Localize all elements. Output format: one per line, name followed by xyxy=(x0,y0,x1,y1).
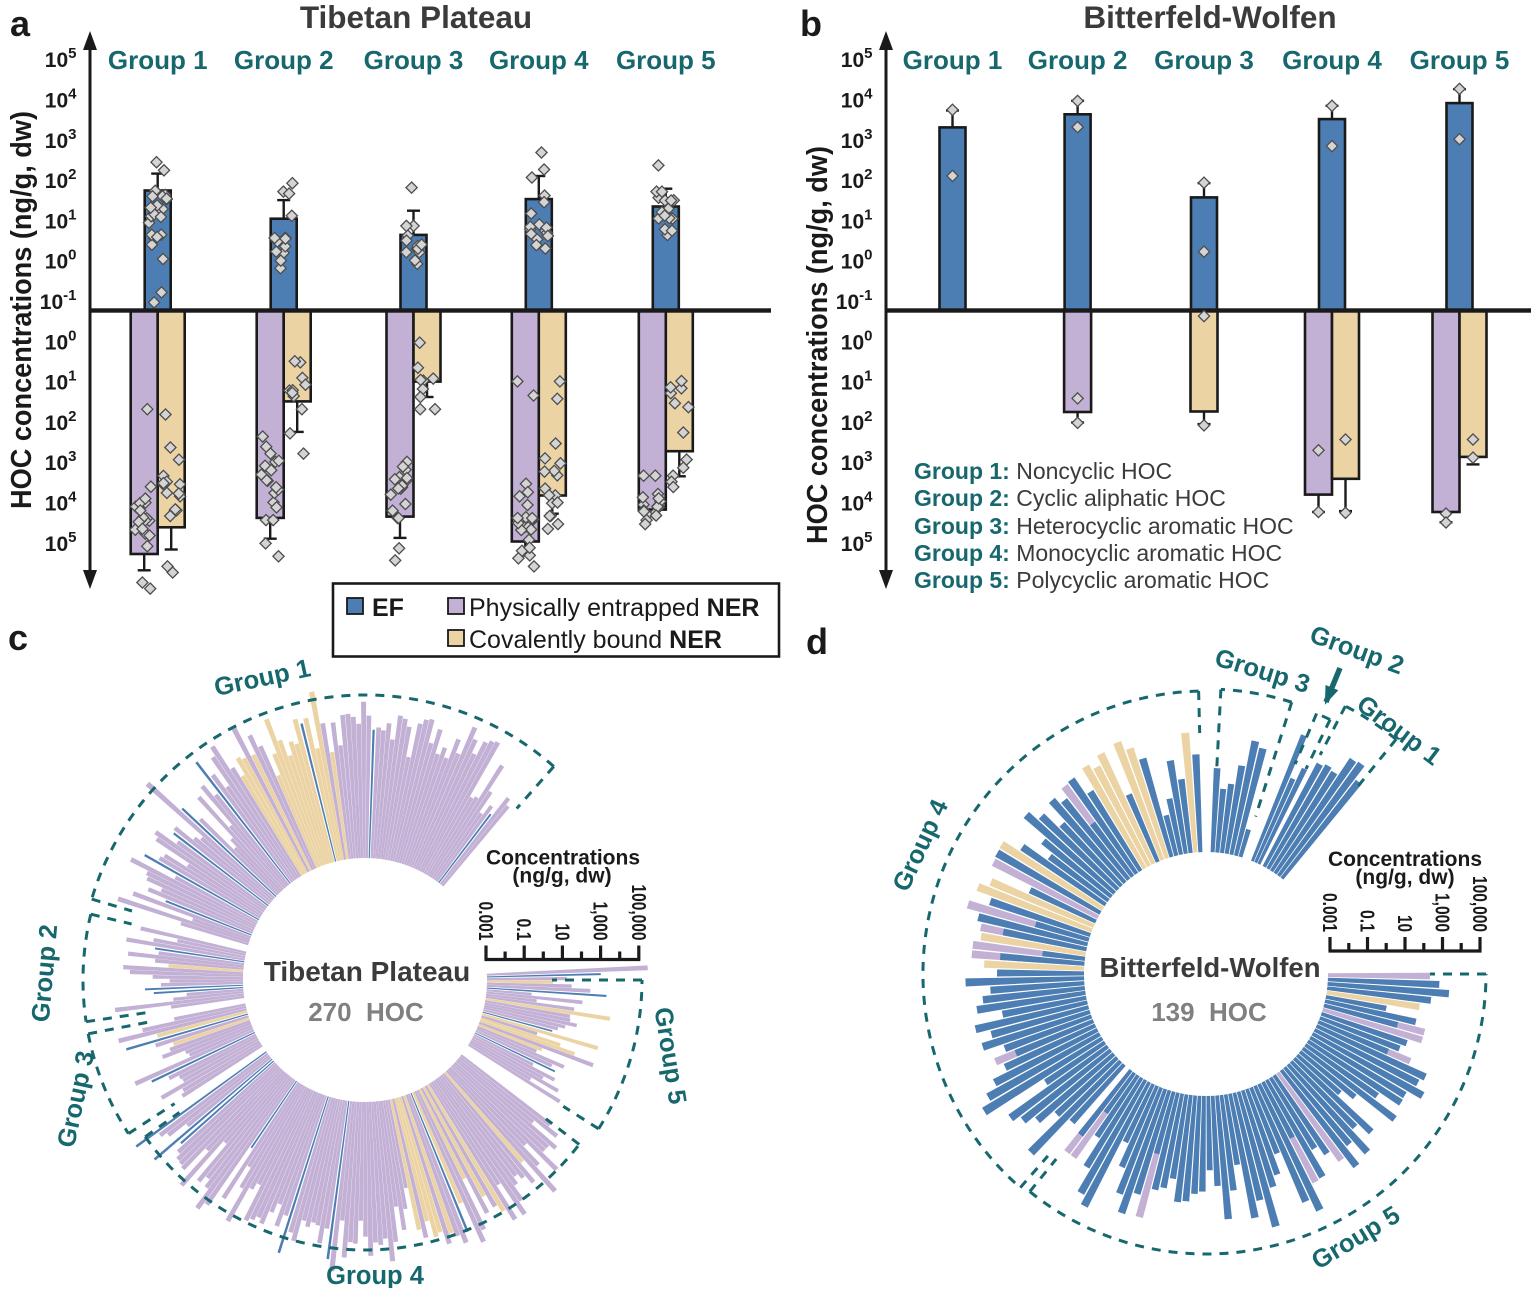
svg-text:105: 105 xyxy=(45,45,77,72)
svg-text:Concentrations: Concentrations xyxy=(1328,848,1482,871)
svg-text:EF: EF xyxy=(372,594,404,622)
svg-text:0.001: 0.001 xyxy=(474,902,496,941)
svg-text:Group 5: Group 5 xyxy=(616,45,716,75)
svg-text:0.1: 0.1 xyxy=(1356,910,1378,932)
svg-text:10-1: 10-1 xyxy=(836,287,873,314)
svg-text:103: 103 xyxy=(45,448,77,475)
svg-text:Bitterfeld-Wolfen: Bitterfeld-Wolfen xyxy=(1099,952,1320,983)
svg-text:100,000: 100,000 xyxy=(1468,876,1490,932)
svg-text:1,000: 1,000 xyxy=(1431,893,1453,932)
svg-text:b: b xyxy=(800,3,822,44)
svg-text:0.001: 0.001 xyxy=(1318,893,1340,932)
svg-text:Bitterfeld-Wolfen: Bitterfeld-Wolfen xyxy=(1083,0,1336,35)
svg-text:Physically entrapped NER: Physically entrapped NER xyxy=(469,594,759,622)
svg-text:Tibetan Plateau: Tibetan Plateau xyxy=(300,0,532,35)
svg-text:Group 3: Heterocyclic aromatic: Group 3: Heterocyclic aromatic HOC xyxy=(914,513,1294,539)
svg-text:Group 2: Group 2 xyxy=(234,45,334,75)
svg-text:139 HOC: 139 HOC xyxy=(1151,997,1267,1027)
svg-text:Concentrations: Concentrations xyxy=(486,847,640,870)
svg-text:Group 2: Cyclic aliphatic HOC: Group 2: Cyclic aliphatic HOC xyxy=(914,485,1226,511)
svg-text:Group 5: Polycyclic aromatic H: Group 5: Polycyclic aromatic HOC xyxy=(914,567,1269,593)
svg-text:Group 4: Group 4 xyxy=(326,1262,425,1288)
svg-text:Group 5: Group 5 xyxy=(1410,45,1510,75)
svg-text:d: d xyxy=(806,621,828,662)
svg-text:Group 4: Group 4 xyxy=(1282,45,1382,75)
svg-text:270 HOC: 270 HOC xyxy=(308,997,424,1027)
svg-text:10: 10 xyxy=(1393,915,1415,932)
svg-text:Group 3: Group 3 xyxy=(364,45,464,75)
svg-text:Group 2: Group 2 xyxy=(1028,45,1128,75)
svg-text:Group 1: Noncyclic HOC: Group 1: Noncyclic HOC xyxy=(914,458,1172,484)
svg-text:HOC concentrations (ng/g, dw): HOC concentrations (ng/g, dw) xyxy=(802,146,834,544)
svg-text:(ng/g, dw): (ng/g, dw) xyxy=(1355,866,1454,889)
svg-text:0.1: 0.1 xyxy=(512,919,534,941)
svg-text:Covalently bound NER: Covalently bound NER xyxy=(469,626,722,654)
svg-text:a: a xyxy=(10,3,31,44)
svg-text:Group 1: Group 1 xyxy=(108,45,208,75)
svg-text:HOC concentrations (ng/g, dw): HOC concentrations (ng/g, dw) xyxy=(6,111,38,509)
svg-text:105: 105 xyxy=(841,45,873,72)
svg-text:(ng/g, dw): (ng/g, dw) xyxy=(512,865,611,888)
svg-text:Tibetan Plateau: Tibetan Plateau xyxy=(264,956,470,987)
svg-text:Group 3: Group 3 xyxy=(1154,45,1254,75)
svg-text:Group 4: Monocyclic aromatic H: Group 4: Monocyclic aromatic HOC xyxy=(914,540,1282,566)
svg-text:100,000: 100,000 xyxy=(627,885,649,941)
svg-text:10: 10 xyxy=(550,924,572,941)
svg-text:Group 4: Group 4 xyxy=(489,45,589,75)
svg-text:c: c xyxy=(8,617,28,658)
svg-text:1,000: 1,000 xyxy=(589,902,611,941)
svg-text:Group 1: Group 1 xyxy=(903,45,1003,75)
